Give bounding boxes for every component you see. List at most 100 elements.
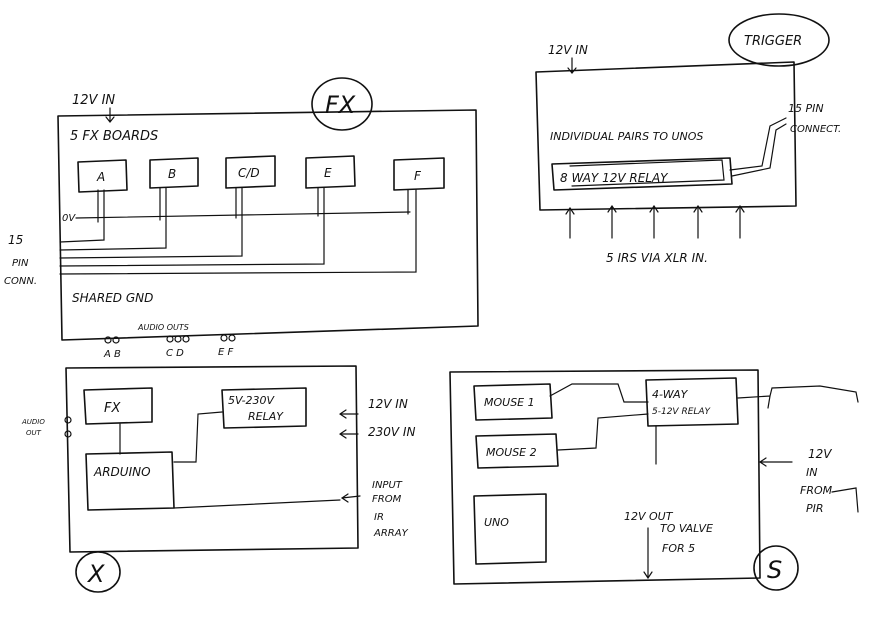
trigger-pairs-label: INDIVIDUAL PAIRS TO UNOS (550, 130, 703, 143)
fx-board-a-label: A (96, 170, 105, 184)
s-out-line2: TO VALVE (660, 522, 713, 535)
s-out-arrow (643, 527, 653, 580)
fx-board-cd (225, 155, 276, 189)
x-arduino-label: ARDUINO (93, 465, 151, 479)
s-pir-wire-bottom (831, 487, 859, 513)
s-panel: S MOUSE 1 MOUSE 2 UNO 4-WAY 5-12V RELAY … (449, 369, 859, 591)
audio-jack-icon (64, 430, 72, 438)
audio-jack-icon (228, 334, 236, 342)
fx-board-f-label: F (414, 169, 422, 183)
trigger-power-in-label: 12V IN (548, 43, 588, 57)
fx-panel: FX 12V IN 5 FX BOARDS A B C/D E F 0V 15 … (4, 77, 479, 360)
x-fx-box (83, 387, 153, 425)
s-relay-line2: 5-12V RELAY (652, 407, 712, 417)
trigger-badge-circle (728, 13, 830, 67)
fx-board-e-label: E (324, 166, 332, 180)
x-input-line3: IR (374, 512, 384, 523)
fx-board-b (149, 157, 199, 189)
fx-badge-label: FX (325, 91, 356, 119)
fx-badge-circle (311, 77, 373, 131)
trigger-pin-label: 15 PIN (788, 102, 824, 115)
x-230v-arrow (338, 429, 359, 439)
s-panel-border (449, 369, 761, 585)
trigger-relay-box (551, 157, 733, 191)
x-input-line1: INPUT (372, 480, 403, 491)
fx-wire-e (59, 187, 325, 267)
s-relay-box (645, 377, 739, 427)
trigger-irs-label: 5 IRS VIA XLR IN. (606, 251, 708, 265)
fx-board-cd-label: C/D (238, 166, 260, 180)
trigger-pin-label-2: CONNECT. (790, 124, 841, 135)
trigger-connector-wires (729, 117, 787, 177)
s-relay-line1: 4-WAY (652, 388, 689, 401)
trigger-power-arrow (567, 57, 577, 74)
x-audio-out-line2: OUT (26, 429, 42, 437)
x-badge-circle (75, 551, 121, 593)
up-arrow-icon (649, 204, 659, 239)
x-panel: X FX ARDUINO 5V-230V RELAY 12V IN 230V I… (21, 365, 415, 593)
audio-jack-icon (166, 335, 174, 343)
x-arduino-relay-wire (173, 411, 223, 463)
fx-audio-pair-cd: C D (166, 348, 184, 359)
x-arduino-box (85, 451, 175, 511)
trigger-panel: TRIGGER 12V IN INDIVIDUAL PAIRS TO UNOS … (535, 13, 841, 265)
fx-board-e (305, 155, 356, 189)
x-input-line2: FROM (372, 494, 402, 505)
s-uno-box (473, 493, 547, 565)
fx-board-a (77, 159, 128, 193)
s-mouse1-relay-wire (549, 383, 649, 403)
s-uno-label: UNO (484, 516, 509, 529)
s-out-line3: FOR 5 (662, 542, 695, 555)
fx-power-in-label: 12V IN (72, 93, 115, 108)
fx-board-b-label: B (168, 167, 176, 181)
fx-panel-border (57, 109, 479, 341)
audio-jack-icon (112, 336, 120, 344)
fx-wire-f (59, 189, 417, 275)
up-arrow-icon (693, 204, 703, 239)
audio-jack-icon (64, 416, 72, 424)
x-fx-label: FX (104, 401, 121, 416)
fx-0v-rail (75, 211, 411, 219)
s-mouse2-box (475, 433, 559, 469)
s-in-line3: FROM (800, 484, 833, 497)
s-pir-arrow (758, 457, 793, 467)
fx-audio-pair-ef: E F (218, 347, 233, 358)
fx-0v-label: 0V (62, 213, 76, 224)
s-in-line4: PIR (806, 502, 824, 515)
x-relay-box (221, 387, 307, 429)
fx-audio-pair-ab: A B (103, 349, 121, 360)
audio-jack-icon (104, 336, 112, 344)
fx-pin-label-3: CONN. (4, 276, 37, 287)
s-in-line1: 12V (808, 447, 832, 461)
up-arrow-icon (565, 206, 575, 239)
trigger-relay-inner (569, 159, 725, 187)
audio-jack-icon (182, 335, 190, 343)
audio-jack-icon (174, 335, 182, 343)
s-mouse2-label: MOUSE 2 (486, 446, 537, 459)
s-badge-label: S (767, 556, 782, 584)
trigger-ir-inputs (565, 204, 745, 239)
fx-pin-label: 15 (8, 233, 23, 247)
x-12v-arrow (338, 409, 359, 419)
fx-wire-b (59, 187, 167, 251)
s-in-line2: IN (806, 466, 817, 479)
up-arrow-icon (607, 204, 617, 239)
fx-pin-label-2: PIN (12, 258, 29, 269)
fx-wire-a (59, 189, 105, 243)
fx-wire-cd (59, 187, 243, 259)
fx-audio-outs-label: AUDIO OUTS (137, 323, 189, 332)
x-input-wire (173, 499, 341, 509)
fx-board-f (393, 157, 445, 191)
up-arrow-icon (735, 204, 745, 239)
trigger-relay-label: 8 WAY 12V RELAY (560, 171, 669, 185)
fx-shared-gnd-label: SHARED GND (72, 291, 153, 305)
fx-audio-jacks (104, 334, 236, 344)
x-input-arrow (340, 493, 361, 503)
s-mouse1-label: MOUSE 1 (484, 396, 535, 409)
s-badge-circle (753, 545, 799, 591)
x-12v-label: 12V IN (368, 397, 408, 411)
x-panel-border (65, 365, 359, 553)
s-mouse1-box (473, 383, 553, 421)
fx-title: 5 FX BOARDS (70, 129, 158, 144)
